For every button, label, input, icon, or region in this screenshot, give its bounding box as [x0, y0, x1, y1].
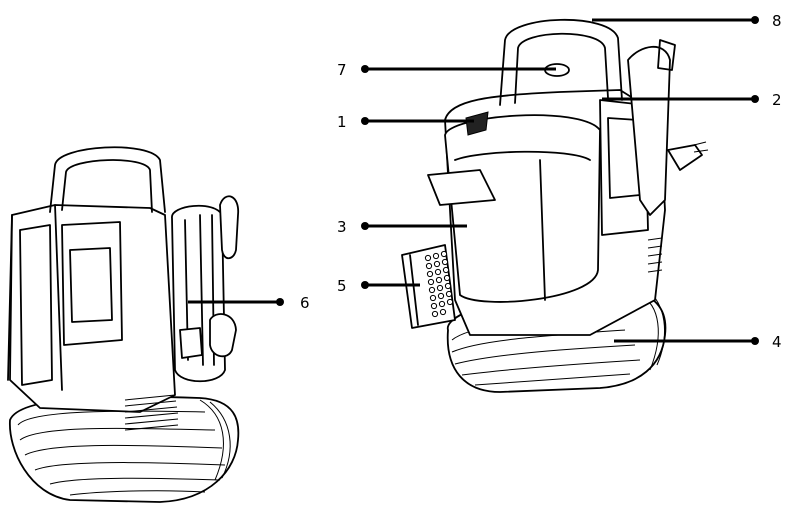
rear-vent-grille — [124, 394, 179, 431]
callout-4-label: 4 — [772, 333, 782, 351]
brush-tool — [401, 244, 456, 329]
cleaner-front-view: 8 7 2 1 3 5 4 — [337, 12, 782, 393]
callout-7: 7 — [337, 61, 556, 79]
callout-4: 4 — [614, 333, 782, 351]
callout-2-label: 2 — [772, 91, 782, 109]
front-handle — [499, 18, 623, 106]
cleaner-rear-view: 6 — [7, 146, 310, 503]
callout-8: 8 — [592, 12, 782, 30]
callout-3: 3 — [337, 218, 467, 236]
callout-7-label: 7 — [337, 61, 347, 79]
power-button — [465, 111, 489, 136]
callout-5-label: 5 — [337, 277, 347, 295]
callout-1: 1 — [337, 113, 474, 131]
rear-body — [9, 204, 176, 413]
clean-water-tank — [444, 114, 601, 303]
front-nozzle — [427, 169, 496, 206]
cord-wrap — [171, 195, 239, 383]
callout-1-label: 1 — [337, 113, 347, 131]
callout-6-label: 6 — [300, 294, 310, 312]
rear-handle — [49, 146, 166, 213]
front-vent-grille — [647, 237, 663, 273]
callout-2: 2 — [602, 91, 782, 109]
callout-5: 5 — [337, 277, 420, 295]
callout-8-label: 8 — [772, 12, 782, 30]
callout-3-label: 3 — [337, 218, 347, 236]
rear-hose-coil — [9, 395, 240, 503]
